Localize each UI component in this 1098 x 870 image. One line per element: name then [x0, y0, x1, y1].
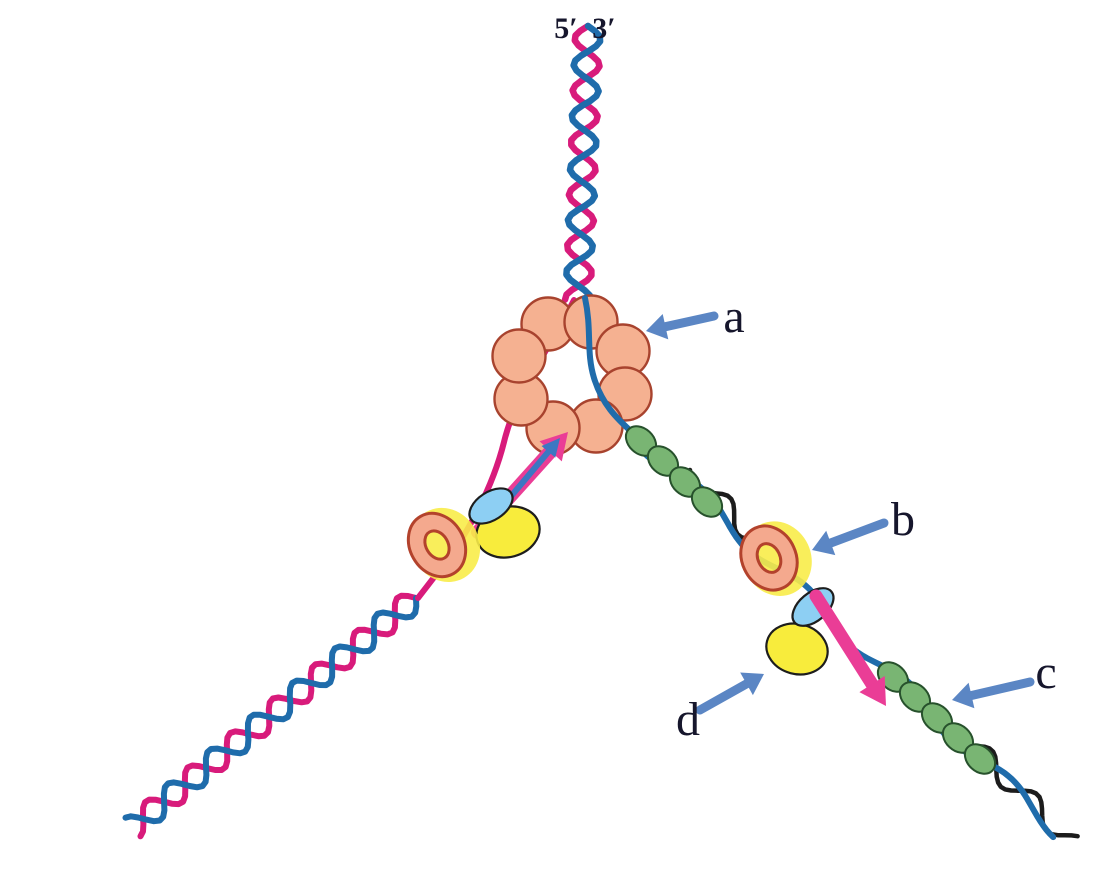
right-polymerase-complex [739, 521, 886, 706]
helicase-subunit [491, 328, 547, 384]
label-5-prime: 5′ [554, 12, 577, 45]
dna-polymerase-right [765, 622, 829, 676]
label-3-prime: 3′ [592, 12, 615, 45]
label-a: a [723, 290, 744, 343]
ssb-bead [963, 743, 997, 775]
label-b: b [891, 493, 915, 546]
left-polymerase-complex [406, 432, 568, 583]
labels: 5′ 3′ a b c d [554, 12, 1056, 746]
sliding-clamp-right [739, 524, 799, 592]
ssb-bead [690, 486, 724, 518]
label-pointer-arrows [646, 311, 1035, 715]
polymerase-blue-domain-left [468, 487, 514, 525]
ssb-bead-chains [624, 425, 997, 775]
label-c: c [1035, 646, 1056, 699]
sliding-clamp-left [406, 511, 468, 579]
parental-double-helix [561, 22, 604, 304]
label-d: d [676, 693, 700, 746]
